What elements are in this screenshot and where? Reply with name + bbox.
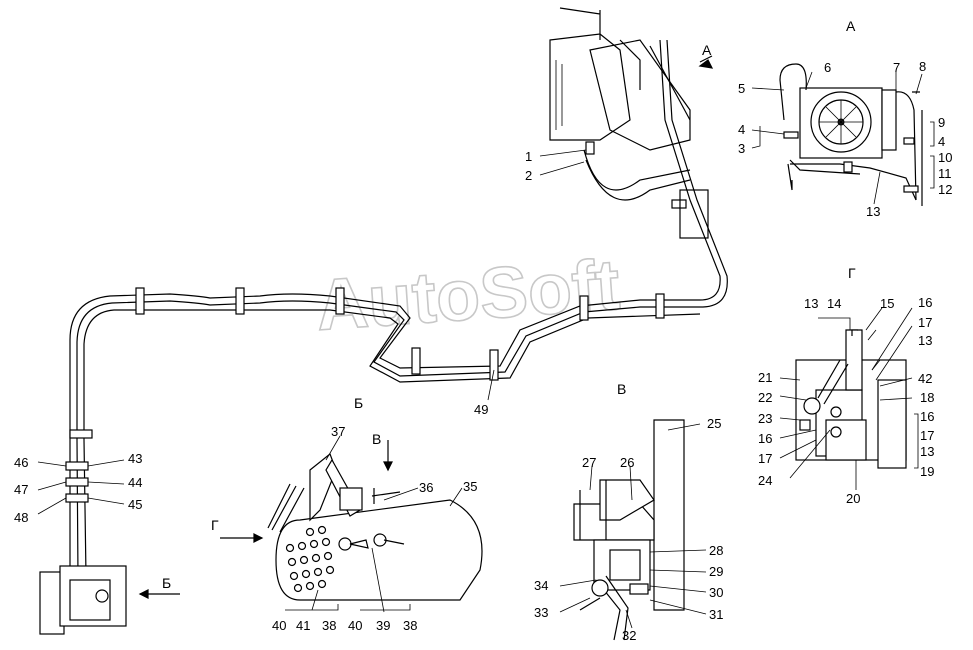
- arrow-label-a: А: [702, 42, 712, 58]
- view-label-g: Г: [848, 265, 856, 281]
- callout: 2: [525, 168, 532, 183]
- callout: 3: [738, 141, 745, 156]
- callout: 46: [14, 455, 28, 470]
- callout: 18: [920, 390, 934, 405]
- arrow-label-v: В: [372, 431, 381, 447]
- arrow-label-g: Г: [211, 517, 219, 533]
- callout: 24: [758, 473, 772, 488]
- callout: 11: [938, 166, 952, 181]
- top-unit: [549, 7, 714, 239]
- callout: 8: [919, 59, 926, 74]
- callout: 43: [128, 451, 142, 466]
- view-g: [795, 329, 907, 469]
- callout: 5: [738, 81, 745, 96]
- callout: 13: [920, 444, 934, 459]
- callout: 39: [376, 618, 390, 633]
- callout: 32: [622, 628, 636, 643]
- callout: 13: [804, 296, 818, 311]
- callout: 16: [920, 409, 934, 424]
- callout: 31: [709, 607, 723, 622]
- view-v: [573, 419, 685, 641]
- callout: 17: [920, 428, 934, 443]
- callout: 34: [534, 578, 548, 593]
- hose-clamps: [69, 199, 687, 439]
- view-label-v: В: [617, 381, 626, 397]
- callout: 49: [474, 402, 488, 417]
- view-label-a: А: [846, 18, 856, 34]
- callout: 4: [738, 122, 745, 137]
- callout: 13: [918, 333, 932, 348]
- callout: 45: [128, 497, 142, 512]
- callout: 25: [707, 416, 721, 431]
- callout: 7: [893, 60, 900, 75]
- callout: 30: [709, 585, 723, 600]
- callout: 37: [331, 424, 345, 439]
- callout: 4: [938, 134, 945, 149]
- callout: 29: [709, 564, 723, 579]
- callout: 47: [14, 482, 28, 497]
- callout: 17: [918, 315, 932, 330]
- view-b: [220, 440, 483, 601]
- callout: 10: [938, 150, 952, 165]
- callout: 28: [709, 543, 723, 558]
- callout: 15: [880, 296, 894, 311]
- watermark-auto: AutoSoft: [314, 245, 623, 346]
- view-label-b: Б: [354, 395, 363, 411]
- left-bottom-assembly: [39, 439, 180, 635]
- callout: 44: [128, 475, 142, 490]
- callout: 40: [348, 618, 362, 633]
- callout-labels: 1 2 3 4 4 5 6 7 8 9 10 11 12 13 13 13 13…: [14, 59, 952, 643]
- callout: 48: [14, 510, 28, 525]
- view-a: [779, 63, 923, 206]
- callout: 40: [272, 618, 286, 633]
- callout: 13: [866, 204, 880, 219]
- callout: 26: [620, 455, 634, 470]
- callout: 21: [758, 370, 772, 385]
- callout: 42: [918, 371, 932, 386]
- callout: 38: [403, 618, 417, 633]
- callout: 41: [296, 618, 310, 633]
- callout: 36: [419, 480, 433, 495]
- callout: 33: [534, 605, 548, 620]
- callout: 1: [525, 149, 532, 164]
- callout: 14: [827, 296, 841, 311]
- callout: 6: [824, 60, 831, 75]
- callout: 9: [938, 115, 945, 130]
- callout: 23: [758, 411, 772, 426]
- callout: 16: [758, 431, 772, 446]
- leader-lines: [37, 71, 935, 629]
- callout: 12: [938, 182, 952, 197]
- arrow-label-b: Б: [162, 575, 171, 591]
- main-hose-route: [69, 39, 728, 440]
- callout: 16: [918, 295, 932, 310]
- callout: 19: [920, 464, 934, 479]
- callout: 35: [463, 479, 477, 494]
- callout: 38: [322, 618, 336, 633]
- callout: 27: [582, 455, 596, 470]
- callout: 17: [758, 451, 772, 466]
- callout: 20: [846, 491, 860, 506]
- callout: 22: [758, 390, 772, 405]
